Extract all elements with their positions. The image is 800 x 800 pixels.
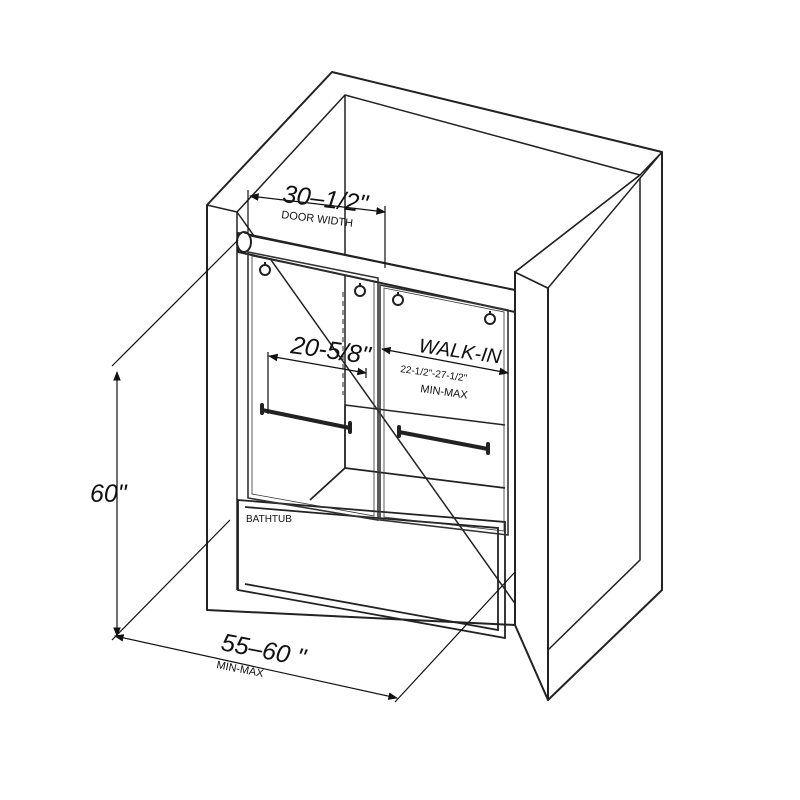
height-dimension <box>111 239 239 637</box>
bathtub-label: BATHTUB <box>246 514 292 525</box>
walk-in-dimension <box>381 346 509 376</box>
enclosure-walls <box>206 71 663 701</box>
towel-bars <box>260 403 490 455</box>
total-width-dimension <box>111 519 516 703</box>
header-rail <box>236 231 516 314</box>
door-width-dimension <box>247 190 386 268</box>
door-rollers <box>259 262 496 325</box>
glass-panels <box>247 251 509 536</box>
bathtub <box>237 405 506 640</box>
panel-width-dimension <box>267 352 367 414</box>
height-value: 60" <box>90 480 128 508</box>
back-wall-lines <box>344 95 641 426</box>
